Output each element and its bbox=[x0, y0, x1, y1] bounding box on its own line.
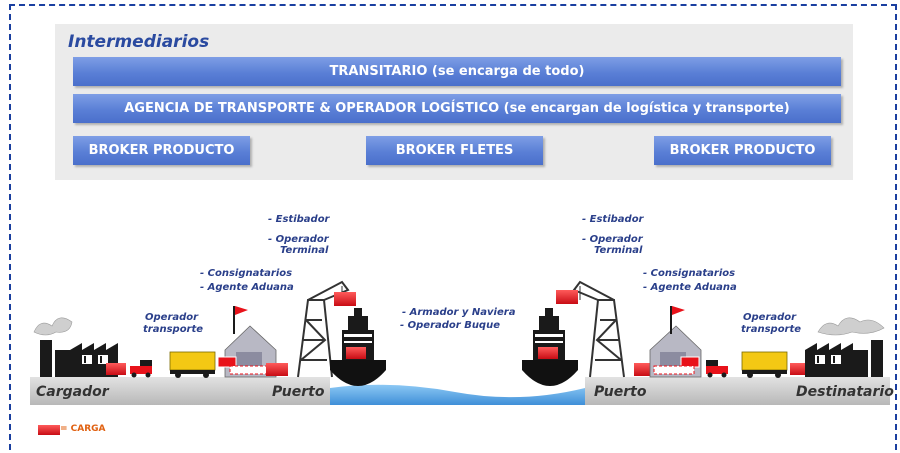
yellow-truck-right-icon bbox=[741, 351, 788, 378]
cargo-container bbox=[266, 363, 288, 376]
customs-house-right-icon bbox=[649, 306, 702, 378]
ground-right bbox=[585, 377, 890, 405]
label-cargador: Cargador bbox=[36, 384, 109, 400]
legend-carga: = CARGA bbox=[38, 424, 106, 434]
truck-right-icon bbox=[706, 360, 728, 378]
label-operador-terminal-left-1: - Operador bbox=[268, 234, 329, 245]
transitario-bar: TRANSITARIO (se encarga de todo) bbox=[73, 57, 841, 86]
label-armador: - Armador y Naviera bbox=[402, 307, 516, 318]
cargo-container bbox=[106, 363, 126, 375]
crane-right-icon bbox=[572, 280, 625, 378]
label-operador-transporte-left-2: transporte bbox=[143, 324, 204, 335]
ship-right-icon bbox=[522, 308, 578, 386]
broker-fletes: BROKER FLETES bbox=[366, 136, 543, 165]
label-agente-aduana-right: - Agente Aduana bbox=[643, 282, 737, 293]
label-estibador-left: - Estibador bbox=[268, 214, 330, 225]
label-operador-transporte-right-2: transporte bbox=[741, 324, 802, 335]
broker-producto-left: BROKER PRODUCTO bbox=[73, 136, 250, 165]
agencia-bar: AGENCIA DE TRANSPORTE & OPERADOR LOGÍSTI… bbox=[73, 94, 841, 123]
label-operador-transporte-left-1: Operador bbox=[145, 312, 199, 323]
crane-left-icon bbox=[297, 280, 350, 378]
label-estibador-right: - Estibador bbox=[582, 214, 644, 225]
cargo-container bbox=[334, 292, 356, 306]
label-agente-aduana-left: - Agente Aduana bbox=[200, 282, 294, 293]
label-consignatarios-right: - Consignatarios bbox=[643, 268, 736, 279]
factory-left-icon bbox=[33, 317, 118, 377]
truck-left-icon bbox=[130, 360, 152, 378]
yellow-truck-left-icon bbox=[169, 351, 216, 378]
label-puerto-right: Puerto bbox=[594, 384, 647, 400]
water bbox=[330, 384, 585, 405]
legend-carga-swatch bbox=[38, 425, 60, 435]
label-operador-buque: - Operador Buque bbox=[400, 320, 500, 331]
ship-left-icon bbox=[330, 308, 386, 386]
panel-title: Intermediarios bbox=[68, 32, 210, 52]
label-consignatarios-left: - Consignatarios bbox=[200, 268, 293, 279]
cargo-container bbox=[556, 290, 578, 304]
dashed-frame bbox=[9, 4, 897, 450]
label-puerto-left: Puerto bbox=[272, 384, 325, 400]
ground-left bbox=[30, 377, 330, 405]
label-operador-transporte-right-1: Operador bbox=[743, 312, 797, 323]
factory-right-icon bbox=[805, 317, 885, 377]
label-operador-terminal-right-1: - Operador bbox=[582, 234, 643, 245]
broker-producto-right: BROKER PRODUCTO bbox=[654, 136, 831, 165]
label-operador-terminal-left-2: Terminal bbox=[280, 245, 329, 256]
legend-carga-label: = CARGA bbox=[60, 424, 106, 434]
label-operador-terminal-right-2: Terminal bbox=[594, 245, 643, 256]
label-destinatario: Destinatario bbox=[796, 384, 894, 400]
